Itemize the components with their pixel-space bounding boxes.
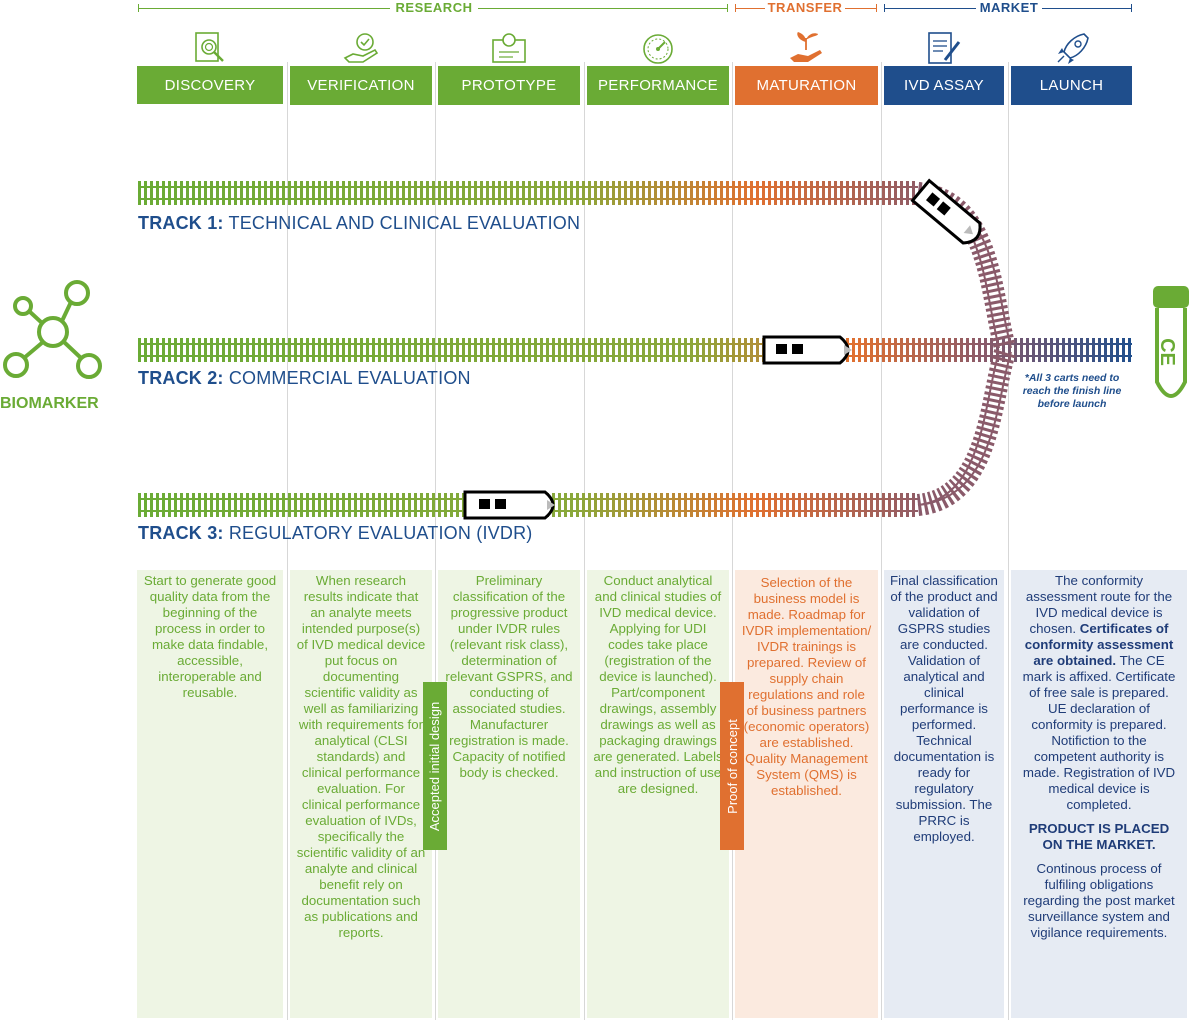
phase-transfer-tick-right (876, 4, 877, 12)
ivd-assay-description: Final classification of the product and … (884, 570, 1004, 1018)
stage-label: MATURATION (756, 77, 857, 94)
biomarker-molecule-icon (3, 280, 102, 379)
column-divider (1008, 62, 1009, 1020)
column-divider (881, 62, 882, 1020)
finish-note: *All 3 carts need to reach the finish li… (1022, 372, 1122, 410)
blueprint-lightbulb-icon (492, 33, 526, 63)
column-divider (287, 62, 288, 1020)
hand-plant-icon (790, 32, 822, 62)
stage-prototype: PROTOTYPE (438, 66, 580, 105)
stage-label: LAUNCH (1039, 77, 1104, 94)
column-divider (584, 62, 585, 1020)
svg-text:CE: CE (1156, 338, 1178, 366)
track-1-label: TRACK 1: TECHNICAL AND CLINICAL EVALUATI… (138, 213, 581, 233)
phase-research-label: RESEARCH (395, 0, 473, 15)
ce-test-tube-icon: CE (1153, 286, 1189, 398)
phase-market-label: MARKET (979, 0, 1039, 15)
phase-market-tick-right (1131, 4, 1132, 12)
phase-research-tick-right (727, 4, 728, 12)
verification-description: When research results indicate that an a… (290, 570, 432, 1018)
cart-track-2 (762, 335, 852, 365)
column-divider (732, 62, 733, 1020)
biomarker-label: BIOMARKER (0, 395, 99, 412)
track-3-label: TRACK 3: REGULATORY EVALUATION (IVDR) (138, 523, 533, 543)
cart-track-3 (463, 490, 555, 520)
stage-launch: LAUNCH (1011, 66, 1132, 105)
performance-description: Conduct analytical and clinical studies … (587, 570, 729, 1018)
speedometer-icon (643, 34, 673, 64)
maturation-description: Selection of the business model is made.… (735, 570, 878, 1018)
track-2-rails (138, 338, 1132, 362)
stage-maturation: MATURATION (735, 66, 878, 105)
phase-transfer-line-right (845, 8, 877, 9)
clipboard-pen-icon (928, 32, 961, 64)
stage-label: PROTOTYPE (461, 77, 557, 94)
launch-description: The conformity assessment route for the … (1011, 570, 1187, 1018)
column-divider (435, 62, 436, 1020)
stage-discovery: DISCOVERY (137, 66, 283, 104)
phase-market-line-right (1042, 8, 1132, 9)
cart-track-1 (910, 178, 982, 245)
phase-research-line-right (478, 8, 728, 9)
phase-research-tick-left (138, 4, 139, 12)
proof-of-concept-milestone: Proof of concept (720, 682, 744, 850)
stage-verification: VERIFICATION (290, 66, 432, 105)
document-magnifier-icon (195, 32, 224, 62)
phase-market-line (884, 8, 976, 9)
hand-checkmark-icon (343, 33, 379, 63)
phase-transfer-tick-left (735, 4, 736, 12)
stage-label: VERIFICATION (307, 77, 415, 94)
stage-ivd-assay: IVD ASSAY (884, 66, 1004, 105)
track-2-label: TRACK 2: COMMERCIAL EVALUATION (138, 368, 471, 388)
track-1-rails (138, 181, 918, 205)
railway-tracks: CE (3, 178, 1189, 520)
stage-label: DISCOVERY (164, 76, 256, 94)
phase-market-tick-left (884, 4, 885, 12)
phase-research-line (138, 8, 390, 9)
phase-transfer-line (735, 8, 765, 9)
stage-performance: PERFORMANCE (587, 66, 729, 105)
stage-label: PERFORMANCE (598, 77, 718, 94)
accepted-design-milestone: Accepted initial design (423, 682, 447, 850)
prototype-description: Preliminary classification of the progre… (438, 570, 580, 1018)
stage-label: IVD ASSAY (904, 77, 984, 94)
discovery-description: Start to generate good quality data from… (137, 570, 283, 1018)
phase-transfer-label: TRANSFER (767, 0, 843, 15)
rocket-icon (1057, 33, 1089, 64)
